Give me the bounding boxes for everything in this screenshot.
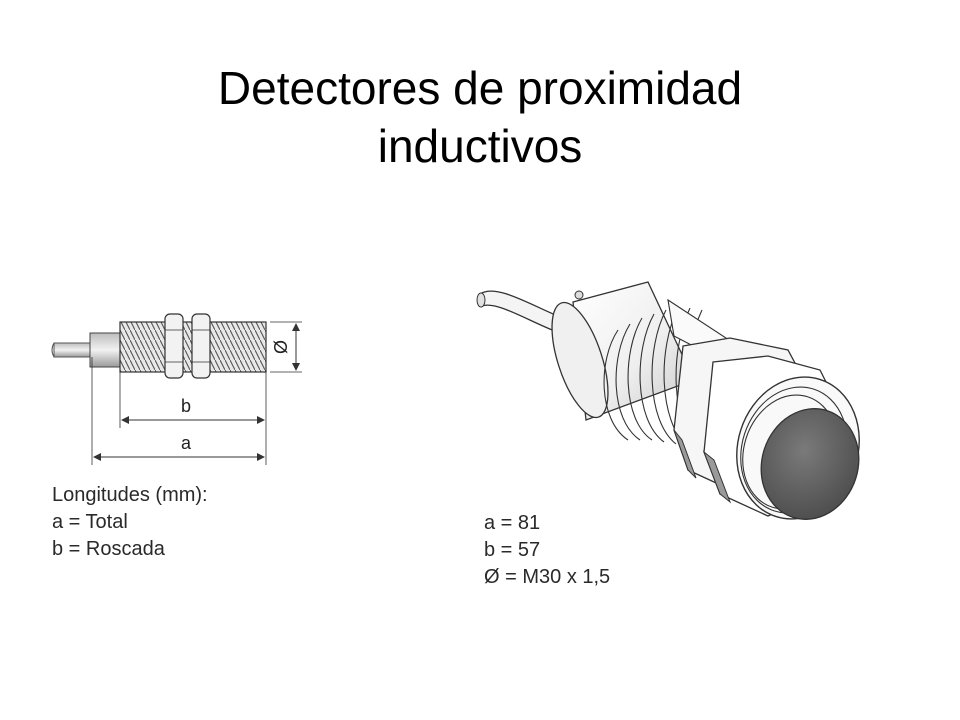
dimension-b: b (121, 396, 265, 424)
legend-values-a: a = 81 (484, 512, 541, 534)
slide-title: Detectores de proximidad inductivos (0, 59, 960, 175)
legend-values-b: b = 57 (484, 539, 541, 561)
legend-values-diameter: Ø = M30 x 1,5 (484, 566, 611, 588)
slide-title-line-1: Detectores de proximidad (217, 61, 743, 114)
legend-values: a = 81 b = 57 Ø = M30 x 1,5 (484, 510, 610, 591)
dimension-b-label: b (181, 396, 191, 416)
dimension-a: a (93, 433, 265, 461)
nut-right (191, 313, 211, 379)
sensing-face (760, 408, 860, 520)
legend-lengths-heading: Longitudes (mm): (52, 484, 208, 506)
cable-gland (89, 332, 121, 368)
nut-left (164, 313, 184, 379)
dimension-diameter: Ø (270, 321, 302, 373)
slide-title-line-2: inductivos (377, 119, 583, 172)
legend-lengths-b: b = Roscada (52, 538, 165, 560)
sensor-housing (551, 281, 695, 421)
legend-lengths: Longitudes (mm): a = Total b = Roscada (52, 482, 208, 563)
dimension-diameter-label: Ø (271, 340, 291, 354)
sensor-dimension-drawing: Ø b a (51, 313, 302, 465)
legend-lengths-a: a = Total (52, 511, 128, 533)
sensor-3d-illustration (476, 281, 860, 520)
dimension-a-label: a (181, 433, 192, 453)
